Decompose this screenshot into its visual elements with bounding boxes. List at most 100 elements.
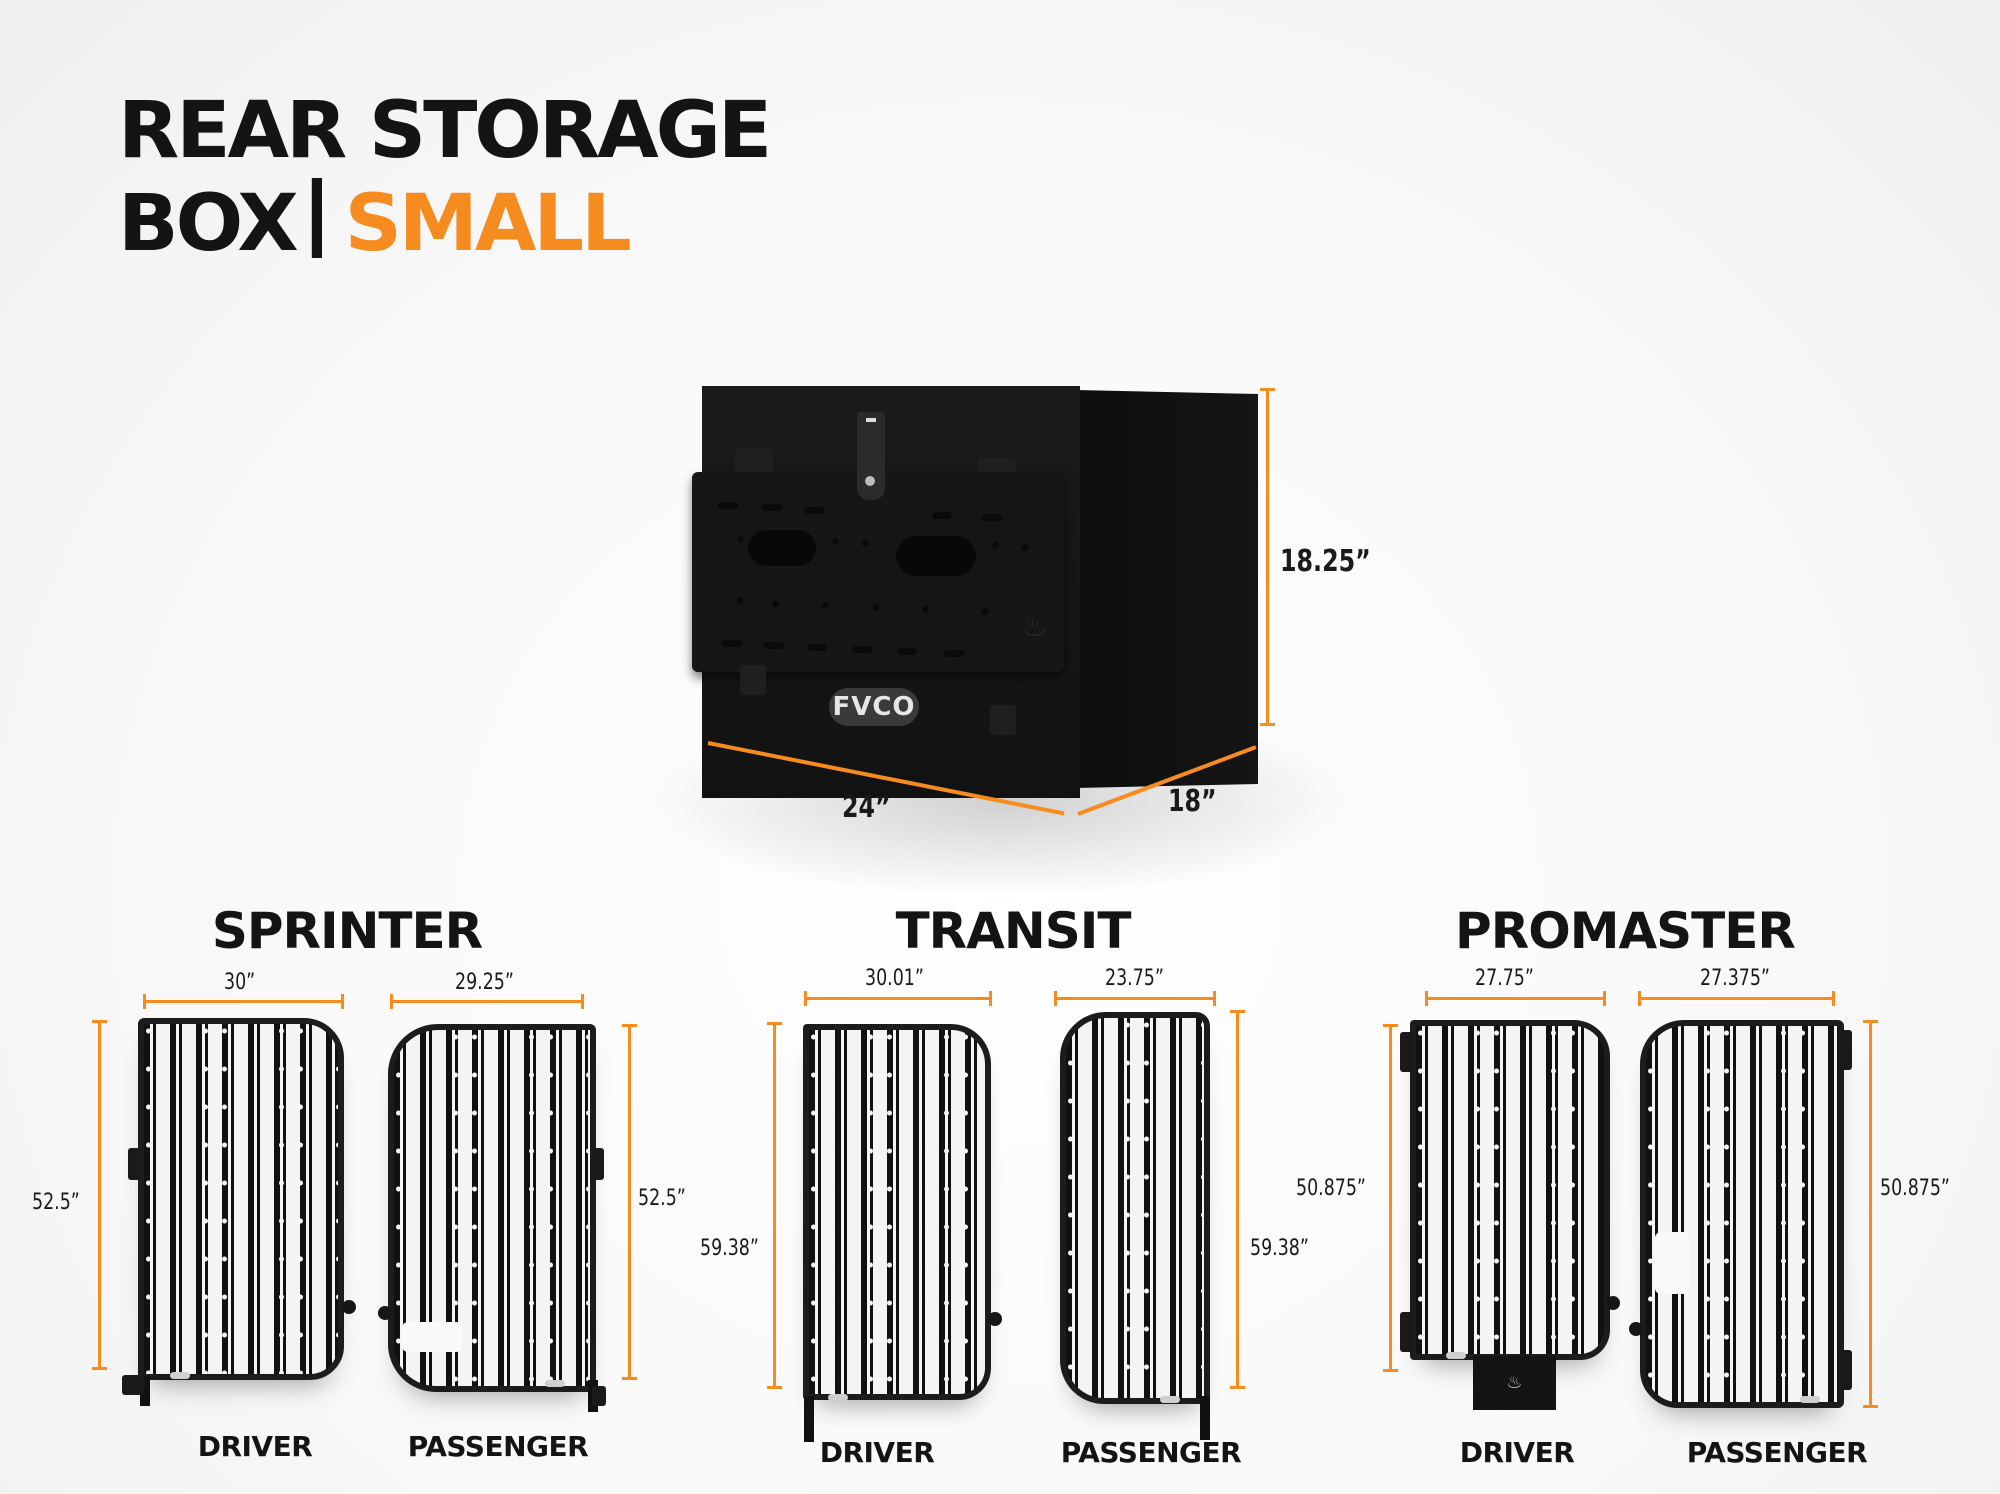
- door-cutout: [1655, 1232, 1689, 1294]
- plate-hole: [737, 536, 744, 543]
- driver-label: DRIVER: [1459, 1436, 1575, 1469]
- plate-slot: [944, 650, 964, 657]
- fvco-logo-badge: FVCO: [829, 688, 919, 726]
- plate-slot: [762, 504, 782, 511]
- door-hinge: [1400, 1312, 1414, 1352]
- plate-hole: [992, 542, 999, 549]
- driver-label: DRIVER: [197, 1430, 313, 1463]
- plate-mount-tab: [735, 448, 773, 474]
- passenger-height-bar: [1863, 1020, 1878, 1408]
- van-title: SPRINTER: [211, 902, 483, 960]
- plate-hole: [922, 606, 929, 613]
- driver-width-label: 27.75”: [1475, 966, 1534, 991]
- passenger-width-label: 27.375”: [1700, 966, 1770, 991]
- plate-mount-tab: [740, 665, 766, 695]
- plate-mount-tab: [990, 705, 1016, 735]
- box-height-dimension-line: [1260, 388, 1275, 726]
- fvco-small-badge: [1800, 1396, 1820, 1403]
- plate-hole: [982, 608, 989, 615]
- plate-slot: [982, 514, 1002, 521]
- title-line-1: REAR STORAGE: [118, 86, 772, 176]
- plate-slot: [897, 648, 917, 655]
- driver-width-bar: [804, 991, 992, 1006]
- plate-handle-slot: [896, 536, 976, 576]
- door-latch-knob: [378, 1306, 392, 1320]
- driver-width-label: 30”: [224, 970, 256, 995]
- passenger-height-label: 59.38”: [1250, 1236, 1309, 1261]
- plate-hole: [872, 604, 879, 611]
- door-latch-knob: [1606, 1296, 1620, 1310]
- driver-width-bar: [143, 994, 344, 1009]
- van-title: TRANSIT: [895, 902, 1132, 960]
- driver-height-label: 50.875”: [1296, 1176, 1366, 1201]
- fvco-brand-text: FVCO: [832, 692, 916, 722]
- driver-width-label: 30.01”: [865, 966, 924, 991]
- plate-hole: [772, 600, 779, 607]
- box-side-face: [1076, 390, 1258, 788]
- door-hinge: [128, 1148, 140, 1180]
- plate-hole: [737, 597, 744, 604]
- transit-driver-door-panel: [803, 1024, 991, 1400]
- passenger-width-bar: [1054, 991, 1216, 1006]
- plate-slot: [718, 502, 738, 509]
- promaster-passenger-door-panel: [1640, 1020, 1844, 1408]
- title-main-word: BOX: [118, 179, 299, 269]
- passenger-width-bar: [1638, 991, 1835, 1006]
- promaster-driver-door-panel: [1410, 1020, 1610, 1360]
- driver-height-label: 59.38”: [700, 1236, 759, 1261]
- fvco-small-badge: [828, 1394, 848, 1401]
- fvco-small-badge: [1446, 1352, 1466, 1359]
- title-size-accent: SMALL: [344, 179, 632, 269]
- plate-hole: [1022, 544, 1029, 551]
- door-latch-knob: [342, 1300, 356, 1314]
- transit-passenger-door-panel: [1060, 1012, 1210, 1404]
- van-title: PROMASTER: [1455, 902, 1796, 960]
- latch-slot: [866, 418, 876, 422]
- fvco-small-badge: [545, 1380, 565, 1387]
- passenger-width-label: 29.25”: [455, 970, 514, 995]
- campfire-icon: ♨: [1473, 1356, 1556, 1410]
- plate-handle-slot: [748, 530, 816, 566]
- plate-slot: [852, 646, 872, 653]
- driver-height-bar: [767, 1022, 782, 1389]
- latch-lock-icon: [857, 412, 885, 500]
- door-hinge: [1838, 1030, 1852, 1070]
- driver-height-bar: [1383, 1024, 1398, 1372]
- driver-width-bar: [1425, 991, 1606, 1006]
- plate-hole: [862, 540, 869, 547]
- title-divider: [311, 178, 323, 258]
- fvco-small-badge: [1160, 1396, 1180, 1403]
- passenger-height-label: 50.875”: [1880, 1176, 1950, 1201]
- door-hinge: [1838, 1350, 1852, 1390]
- sprinter-driver-door-panel: [138, 1018, 344, 1380]
- passenger-height-bar: [622, 1024, 637, 1380]
- plate-hole: [832, 538, 839, 545]
- latch-keyhole: [865, 476, 875, 486]
- passenger-width-label: 23.75”: [1105, 966, 1164, 991]
- door-hinge: [1400, 1032, 1414, 1072]
- door-hinge-leg: [140, 1376, 150, 1406]
- molle-plate: ♨: [692, 472, 1064, 672]
- box-height-label: 18.25”: [1280, 544, 1371, 579]
- plate-hole: [822, 602, 829, 609]
- fvco-small-badge: [170, 1372, 190, 1379]
- box-depth-label: 18”: [1168, 784, 1217, 819]
- plate-slot: [804, 507, 824, 514]
- door-hinge-leg: [1200, 1396, 1210, 1440]
- passenger-height-label: 52.5”: [638, 1186, 686, 1211]
- plate-slot: [807, 644, 827, 651]
- driver-height-bar: [92, 1020, 107, 1370]
- passenger-height-bar: [1230, 1010, 1245, 1389]
- plate-slot: [932, 512, 952, 519]
- plate-slot: [722, 640, 742, 647]
- campfire-icon: ♨: [1022, 610, 1048, 643]
- passenger-width-bar: [390, 994, 584, 1009]
- door-cutout: [402, 1322, 462, 1352]
- door-latch-knob: [1629, 1322, 1643, 1336]
- driver-label: DRIVER: [819, 1436, 935, 1469]
- driver-height-label: 52.5”: [32, 1190, 80, 1215]
- door-hinge: [592, 1386, 606, 1406]
- door-hinge: [592, 1148, 604, 1180]
- passenger-label: PASSENGER: [407, 1430, 589, 1463]
